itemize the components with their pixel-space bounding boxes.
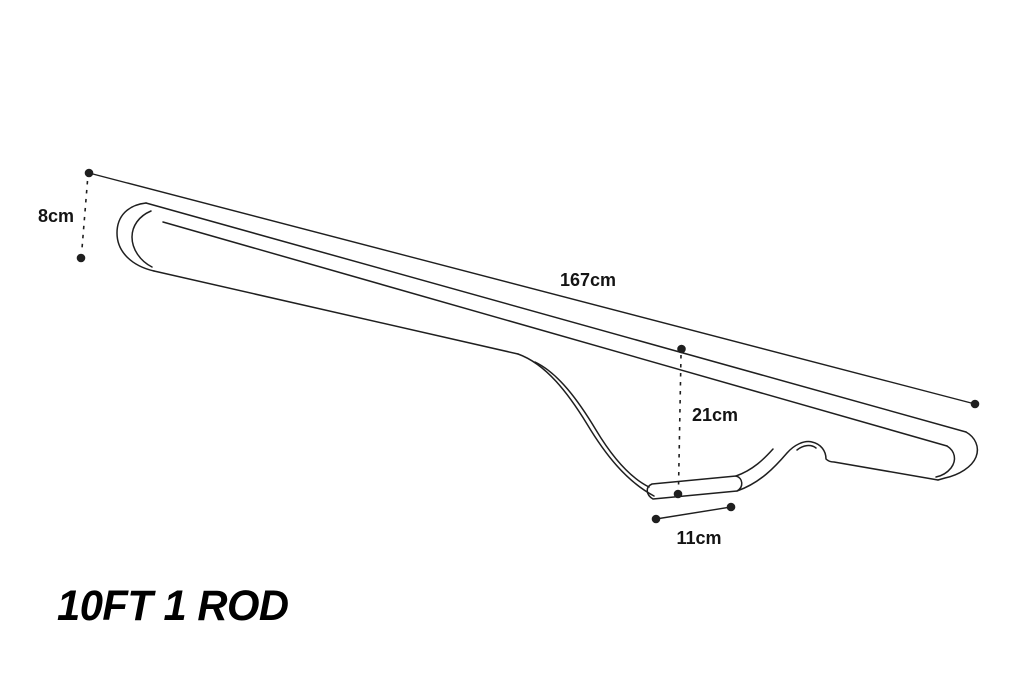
middle-depth-dimension-line [677, 354, 682, 489]
rod-left-cap-inner [131, 210, 153, 268]
dimension-base-width: 11cm [651, 502, 736, 548]
rod-case-drawing [116, 202, 979, 500]
length-dimension-line [88, 172, 976, 405]
dimension-length: 167cm [84, 168, 980, 409]
rod-right-cap-inner [935, 445, 956, 478]
length-dimension-label: 167cm [560, 270, 616, 290]
rod-bulge-right-outer [736, 440, 939, 492]
middle-depth-dimension-label: 21cm [692, 405, 738, 425]
rod-bulge-right-inner [735, 448, 774, 477]
dimension-middle-depth: 21cm [673, 344, 738, 499]
rod-bulge-left-outer [517, 353, 655, 497]
dimension-endpoint-dot [970, 399, 980, 409]
base-width-dimension-line [655, 506, 732, 520]
dimension-endpoint-dot [84, 168, 94, 178]
rod-tab-detail [796, 444, 817, 451]
rod-bulge-left-inner [534, 361, 650, 488]
rod-bulge-base [646, 475, 743, 500]
product-title: 10FT 1 ROD [57, 582, 289, 630]
dimension-endpoint-dot [726, 502, 736, 512]
base-width-dimension-label: 11cm [676, 528, 721, 548]
dimension-endpoint-dot [673, 489, 683, 499]
dimension-endpoint-dot [76, 253, 86, 263]
dimension-endpoint-dot [651, 514, 661, 524]
rod-bottom-edge [153, 270, 519, 355]
end-height-dimension-label: 8cm [38, 206, 74, 226]
rod-right-cap-outer [937, 431, 979, 481]
end-height-dimension-line [81, 180, 89, 252]
rod-top-edge [145, 202, 967, 433]
rod-lip-edge [162, 221, 948, 447]
rod-left-cap-outer [116, 202, 155, 272]
dimension-end-height: 8cm [38, 180, 89, 263]
dimension-endpoint-dot [677, 344, 686, 354]
